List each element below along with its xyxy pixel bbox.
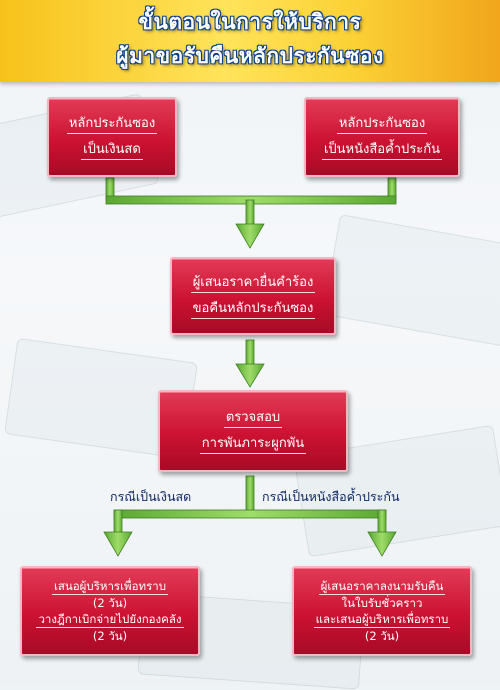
box-text: เป็นเงินสด bbox=[81, 140, 143, 160]
connector-split-left bbox=[113, 509, 123, 535]
box-text: วางฎีกาเบิกจ่ายไปยังกองคลัง bbox=[36, 612, 184, 628]
box-text: และเสนอผู้บริหารเพื่อทราบ bbox=[313, 612, 451, 628]
title-line-1: ขั้นตอนในการให้บริการ bbox=[138, 10, 362, 34]
box-letter-guarantee: หลักประกันซอง เป็นหนังสือค้ำประกัน bbox=[304, 97, 460, 177]
title-line-2: ผู้มาขอรับคืนหลักประกันซอง bbox=[116, 44, 384, 68]
box-text: การพันภาระผูกพัน bbox=[199, 434, 307, 454]
connector-split-horizontal bbox=[113, 509, 387, 519]
box-submit-request: ผู้เสนอราคายื่นคำร้อง ขอคืนหลักประกันซอง bbox=[170, 257, 336, 335]
box-verify: ตรวจสอบ การพันภาระผูกพัน bbox=[158, 390, 348, 472]
box-text: หลักประกันซอง bbox=[66, 114, 158, 134]
box-text: ผู้เสนอราคาลงนามรับคืน bbox=[318, 579, 446, 595]
branch-label-cash: กรณีเป็นเงินสด bbox=[110, 489, 192, 504]
arrow-head bbox=[367, 531, 397, 557]
connector-down bbox=[245, 339, 255, 367]
box-text: (2 วัน) bbox=[92, 596, 128, 610]
box-cash-result: เสนอผู้บริหารเพื่อทราบ (2 วัน) วางฎีกาเบ… bbox=[20, 566, 200, 656]
box-text: ในใบรับชั่วคราว bbox=[341, 596, 423, 610]
box-text: เป็นหนังสือค้ำประกัน bbox=[321, 140, 443, 160]
box-text: (2 วัน) bbox=[364, 629, 400, 643]
connector-center-down bbox=[245, 199, 255, 227]
header-banner: ขั้นตอนในการให้บริการ ผู้มาขอรับคืนหลักป… bbox=[0, 0, 500, 82]
box-text: หลักประกันซอง bbox=[336, 114, 428, 134]
box-text: ผู้เสนอราคายื่นคำร้อง bbox=[190, 273, 316, 293]
arrow-head bbox=[235, 363, 265, 388]
connector-split-down bbox=[245, 475, 255, 515]
branch-label-letter: กรณีเป็นหนังสือค้ำประกัน bbox=[262, 489, 400, 504]
arrow-head bbox=[103, 531, 133, 557]
box-cash-guarantee: หลักประกันซอง เป็นเงินสด bbox=[47, 97, 177, 177]
arrow-head bbox=[235, 223, 265, 249]
box-text: ขอคืนหลักประกันซอง bbox=[190, 299, 316, 319]
box-text: (2 วัน) bbox=[92, 629, 128, 643]
connector-split-right bbox=[377, 509, 387, 535]
box-text: ตรวจสอบ bbox=[223, 408, 283, 428]
box-text: เสนอผู้บริหารเพื่อทราบ bbox=[51, 579, 169, 595]
box-letter-result: ผู้เสนอราคาลงนามรับคืน ในใบรับชั่วคราว แ… bbox=[292, 566, 472, 656]
